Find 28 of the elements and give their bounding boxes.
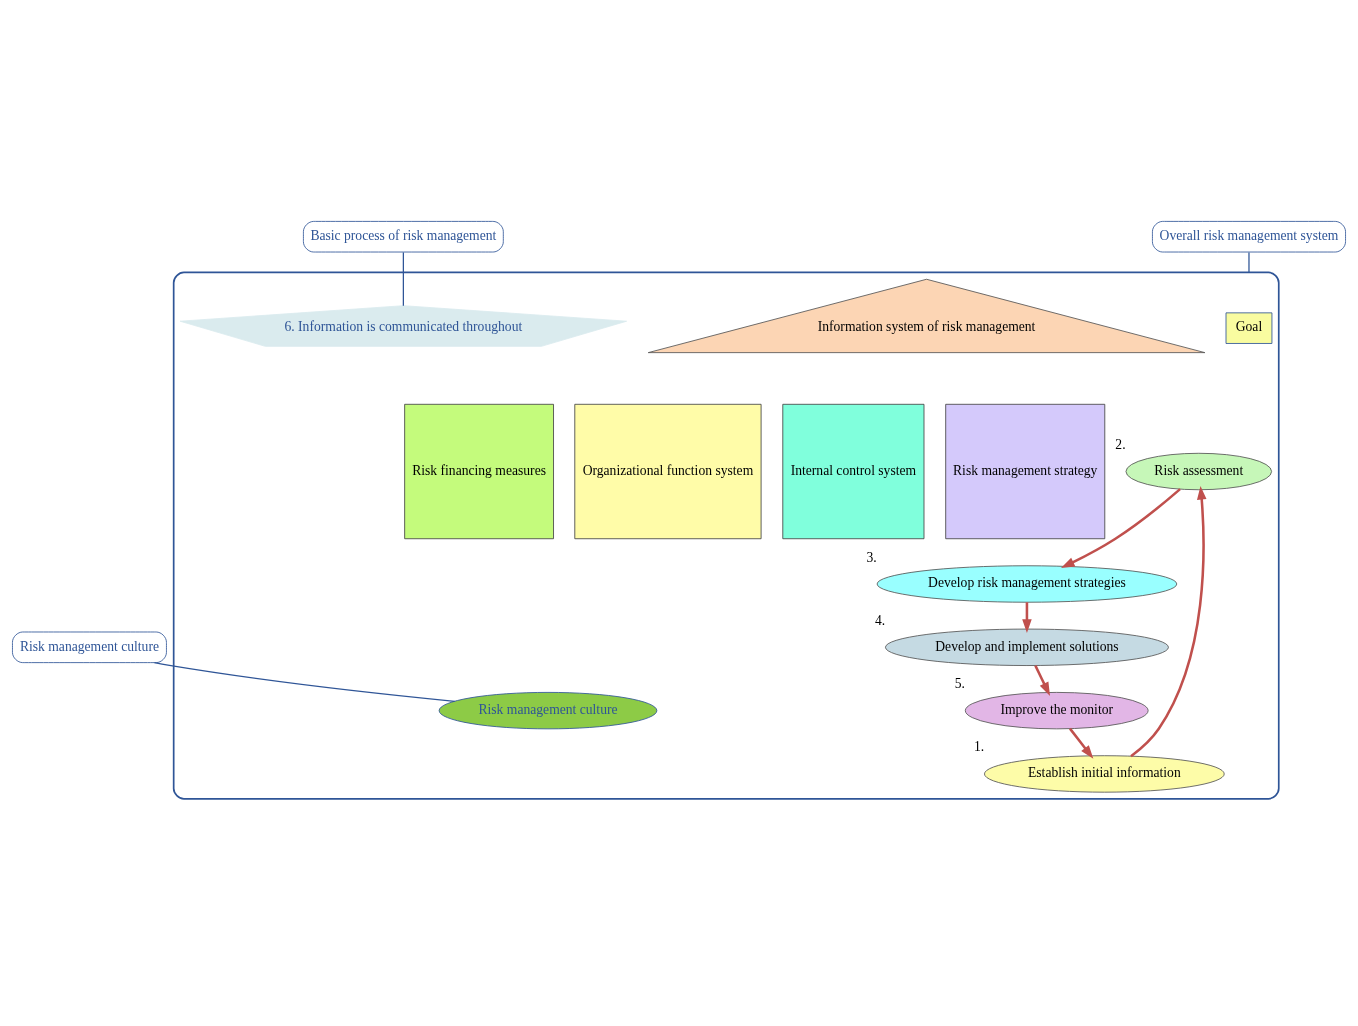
arrow <box>1061 487 1181 568</box>
node-box: Risk management culture <box>12 631 167 663</box>
connector <box>153 661 456 702</box>
node-ellipse: Establish initial information <box>984 754 1225 793</box>
node-label: 5. <box>954 675 965 691</box>
connector <box>402 251 404 306</box>
node-label: 4. <box>874 612 886 628</box>
node-ellipse: Develop and implement solutions <box>885 628 1169 666</box>
arrow <box>1068 727 1094 759</box>
arrow <box>1022 601 1032 633</box>
node-box: Internal control system <box>782 403 925 539</box>
node-box: Goal <box>1225 311 1273 344</box>
node-box: Basic process of risk management <box>303 220 504 252</box>
node-box: Overall risk management system <box>1152 220 1346 252</box>
connector <box>1248 251 1250 273</box>
node-ellipse: Improve the monitor <box>964 691 1149 729</box>
node-box: Risk management strategy <box>945 403 1106 539</box>
node-box: Risk financing measures <box>404 403 554 539</box>
arrow <box>1034 664 1051 696</box>
arrow <box>1130 485 1207 757</box>
node-label: 3. <box>866 549 877 565</box>
node-label: 2. <box>1115 436 1126 452</box>
node-label: 1. <box>974 738 985 754</box>
node-ellipse: Develop risk management strategies <box>876 564 1178 603</box>
node-box: Organizational function system <box>574 403 762 539</box>
node-ellipse: Risk management culture <box>438 691 658 729</box>
node-ellipse: Risk assessment <box>1125 452 1273 490</box>
cluster <box>172 271 1280 800</box>
